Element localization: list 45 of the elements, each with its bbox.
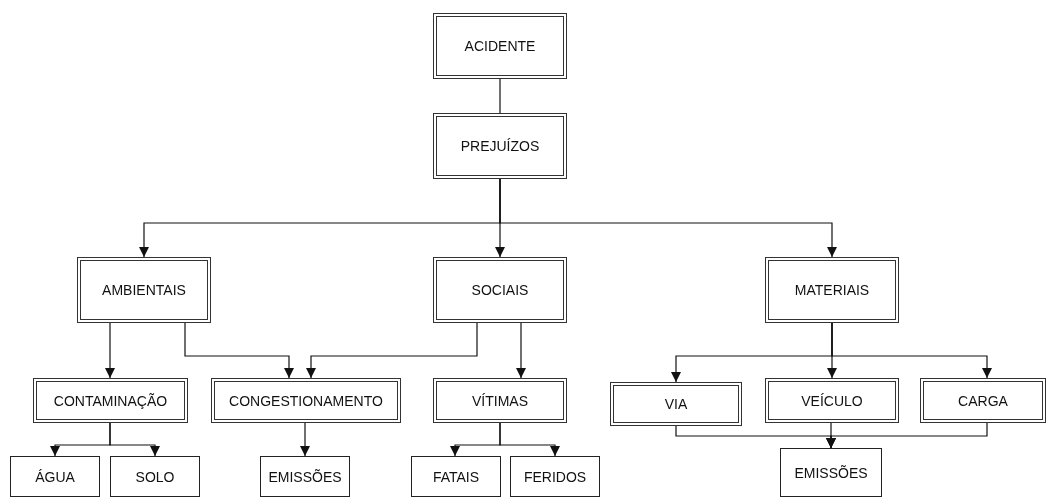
arrow — [300, 422, 310, 457]
category-box — [920, 378, 1046, 423]
category-box — [211, 378, 401, 423]
leaf-box — [260, 456, 350, 497]
box-label: EMISSÕES — [268, 468, 342, 485]
leaf-box — [510, 456, 600, 497]
box-label: VÍTIMAS — [472, 392, 528, 409]
box-label: VEÍCULO — [801, 392, 863, 409]
box-label: FATAIS — [432, 468, 480, 485]
box-label: ACIDENTE — [464, 38, 536, 54]
leaf-box — [110, 456, 200, 497]
box-label: ÁGUA — [35, 468, 75, 485]
box-label: EMISSÕES — [794, 464, 868, 481]
box-label: MATERIAIS — [794, 282, 870, 298]
category-box — [433, 113, 567, 179]
arrow — [499, 422, 560, 457]
box-label: VIA — [664, 396, 688, 412]
arrow — [109, 422, 160, 457]
box-label: CONTAMINAÇÃO — [53, 392, 168, 409]
leaf-box — [780, 448, 882, 497]
arrow — [516, 322, 526, 379]
arrow — [499, 178, 837, 258]
arrow — [105, 322, 115, 379]
category-box — [765, 257, 899, 323]
arrow — [306, 322, 478, 379]
box-label: CONGESTIONAMENTO — [229, 392, 383, 409]
leaf-box — [10, 456, 100, 497]
box-label: SOCIAIS — [471, 282, 529, 298]
box-label: AMBIENTAIS — [102, 282, 186, 298]
box-label: CARGA — [958, 392, 1008, 409]
connector-line — [499, 78, 501, 114]
arrow — [184, 322, 294, 379]
box-label: FERIDOS — [523, 468, 587, 485]
box-label: PREJUÍZOS — [460, 138, 540, 154]
box-label: SOLO — [135, 468, 175, 485]
arrow — [826, 422, 988, 449]
category-box — [33, 378, 188, 423]
category-box — [765, 378, 899, 423]
category-box — [77, 257, 211, 323]
category-box — [433, 257, 567, 323]
category-box — [433, 13, 567, 79]
category-box — [433, 378, 567, 423]
category-box — [610, 382, 742, 426]
arrow — [831, 322, 992, 379]
leaf-box — [411, 456, 501, 497]
